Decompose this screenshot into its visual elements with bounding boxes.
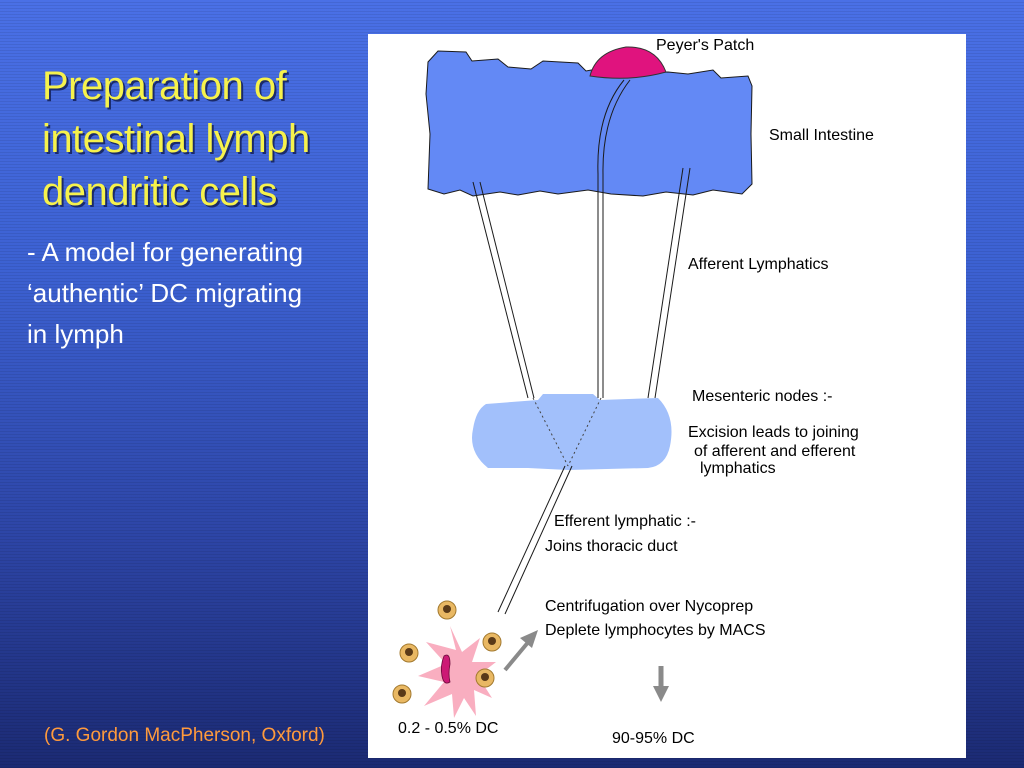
lymphocyte-1 (437, 600, 457, 620)
afferent-left-b (479, 181, 535, 399)
label-excision-line-1: Excision leads to joining (688, 424, 859, 441)
label-deplete-lymphocytes: Deplete lymphocytes by MACS (545, 622, 766, 639)
label-thoracic-duct: Joins thoracic duct (545, 538, 678, 555)
subtitle-line-2: ‘authentic’ DC migrating (27, 278, 303, 308)
afferent-right-b (654, 167, 691, 399)
diagram-panel: Peyer's Patch Small Intestine Afferent L… (368, 34, 966, 758)
peyers-patch-shape (589, 46, 667, 79)
credit-text: (G. Gordon MacPherson, Oxford) (44, 725, 325, 746)
subtitle-line-1: - A model for generating (27, 237, 304, 267)
label-afferent-lymphatics: Afferent Lymphatics (688, 256, 829, 273)
label-mesenteric-nodes: Mesenteric nodes :- (692, 388, 833, 405)
label-peyers-patch: Peyer's Patch (656, 37, 755, 54)
title-line-2: intestinal lymph (42, 117, 310, 161)
slide-subtitle: - A model for generating ‘authentic’ DC … (27, 232, 357, 355)
label-dc-low: 0.2 - 0.5% DC (398, 720, 499, 737)
patch-lymphatic (597, 79, 625, 175)
dendritic-cell-nucleus (440, 654, 451, 684)
efferent-a (497, 465, 566, 613)
label-centrifugation: Centrifugation over Nycoprep (545, 598, 754, 615)
label-excision-line-2: of afferent and efferent (694, 443, 856, 460)
lymphocyte-3 (482, 632, 502, 652)
afferent-right-a (647, 167, 684, 399)
efferent-b (504, 465, 573, 615)
subtitle-line-3: in lymph (27, 319, 124, 349)
process-arrow-diagonal (503, 630, 538, 672)
lymphocyte-2 (399, 643, 419, 663)
diagram-canvas (392, 46, 753, 718)
label-efferent-lymphatic: Efferent lymphatic :- (554, 513, 696, 530)
lymphocyte-5 (392, 684, 412, 704)
lymphocyte-4 (475, 668, 495, 688)
afferent-left-a (472, 181, 529, 399)
small-intestine-shape (425, 50, 753, 197)
slide-title: Preparation of intestinal lymph dendriti… (42, 60, 362, 219)
title-line-3: dendritic cells (42, 170, 277, 214)
dendritic-cell-shape (418, 626, 496, 718)
patch-lymphatic-inner (602, 79, 631, 175)
process-arrow-down (653, 666, 669, 702)
mesenteric-node-shape (472, 394, 672, 470)
title-line-1: Preparation of (42, 64, 287, 108)
label-excision-line-3: lymphatics (700, 460, 776, 477)
label-small-intestine: Small Intestine (769, 127, 874, 144)
label-dc-high: 90-95% DC (612, 730, 695, 747)
